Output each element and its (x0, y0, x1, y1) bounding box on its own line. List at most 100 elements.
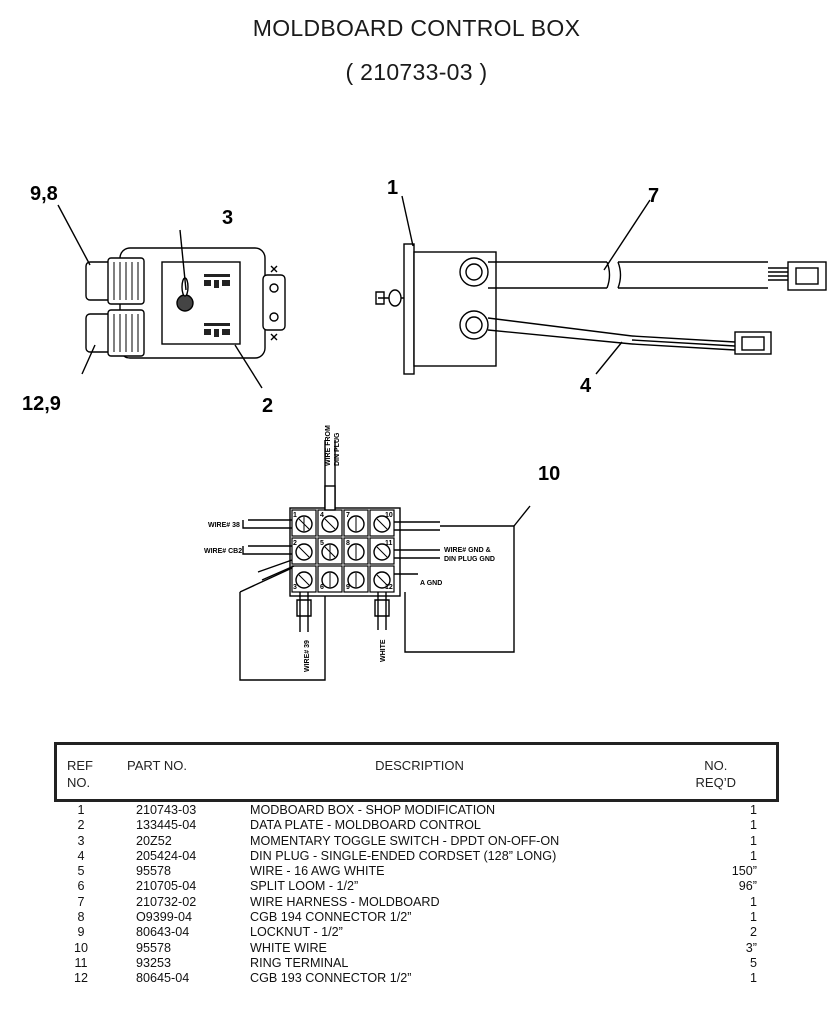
terminal-12: 12 (385, 584, 393, 591)
part-no-cell: 133445-04 (136, 818, 197, 833)
table-row: 7 210732-02 WIRE HARNESS - MOLDBOARD 1 (54, 895, 779, 910)
ref-cell: 3 (77, 833, 85, 848)
part-no-cell: 205424-04 (136, 848, 197, 863)
wire-38-label: WIRE# 38 (208, 522, 240, 529)
callout-9-8: 9,8 (30, 183, 58, 205)
description-cell: LOCKNUT - 1/2” (250, 925, 343, 940)
part-no-cell: 80643-04 (136, 925, 190, 940)
wire-gnd-label-1: WIRE# GND & (444, 547, 491, 554)
part-no-cell: O9399-04 (136, 910, 193, 925)
wire-39-label: WIRE# 39 (304, 640, 311, 672)
table-row: 9 80643-04 LOCKNUT - 1/2” 2 (54, 925, 779, 940)
description-cell: WIRE HARNESS - MOLDBOARD (250, 894, 440, 909)
terminal-block-wiring (239, 440, 531, 681)
description-cell: CGB 194 CONNECTOR 1/2” (250, 910, 412, 925)
qty-cell: 150” (731, 864, 757, 879)
callout-12-9: 12,9 (22, 393, 61, 415)
part-no-cell: 210732-02 (136, 894, 197, 909)
ref-cell: 10 (73, 940, 88, 955)
part-no-cell: 20Z52 (136, 833, 172, 848)
ref-cell: 9 (77, 925, 85, 940)
qty-cell: 1 (749, 894, 757, 909)
qty-cell: 5 (749, 955, 757, 970)
qty-cell: 96” (738, 879, 757, 894)
callout-4: 4 (580, 375, 592, 397)
description-cell: SPLIT LOOM - 1/2” (250, 879, 359, 894)
terminal-7: 7 (346, 512, 350, 519)
terminal-10: 10 (385, 512, 393, 519)
description-cell: CGB 193 CONNECTOR 1/2” (250, 971, 412, 986)
header-description: DESCRIPTION (375, 758, 464, 773)
terminal-2: 2 (293, 540, 297, 547)
terminal-3: 3 (293, 584, 297, 591)
wire-gnd-label-2: DIN PLUG GND (444, 556, 495, 563)
part-no-cell: 93253 (136, 955, 172, 970)
qty-cell: 1 (749, 848, 757, 863)
wire-from-din-plug-label-2: DIN PLUG (334, 432, 341, 466)
terminal-11: 11 (385, 540, 393, 547)
ref-cell: 7 (77, 894, 85, 909)
ref-cell: 1 (77, 803, 85, 817)
description-cell: DIN PLUG - SINGLE-ENDED CORDSET (128” LO… (250, 848, 557, 863)
header-ref: REF NO. (67, 757, 93, 791)
control-box-side-view (375, 195, 827, 375)
callout-10: 10 (538, 463, 560, 485)
wire-cb2-label: WIRE# CB2 (204, 548, 242, 555)
callout-1: 1 (387, 177, 398, 199)
header-qty-line1: NO. (704, 758, 728, 773)
terminal-4: 4 (320, 512, 324, 519)
part-no-cell: 80645-04 (136, 971, 190, 986)
terminal-1: 1 (293, 512, 297, 519)
a-gnd-label: A GND (420, 580, 442, 587)
qty-cell: 1 (749, 910, 757, 925)
ref-cell: 12 (73, 971, 88, 986)
ref-cell: 11 (74, 955, 88, 970)
table-row: 3 20Z52 MOMENTARY TOGGLE SWITCH - DPDT ON-… (54, 834, 779, 849)
qty-cell: 1 (749, 818, 757, 833)
table-row: 4 205424-04 DIN PLUG - SINGLE-ENDED CORDSE… (54, 849, 779, 864)
qty-cell: 1 (749, 971, 757, 986)
description-cell: RING TERMINAL (250, 955, 349, 970)
ref-cell: 5 (77, 864, 85, 879)
callout-2: 2 (262, 395, 273, 417)
table-row: 12 80645-04 CGB 193 CONNECTOR 1/2” 1 (54, 971, 779, 986)
description-cell: MODBOARD BOX - SHOP MODIFICATION (250, 803, 496, 817)
table-row: 8 O9399-04 CGB 194 CONNECTOR 1/2” 1 (54, 910, 779, 925)
white-wire-label: WHITE (380, 639, 387, 662)
qty-cell: 3” (745, 940, 757, 955)
table-row: 2 133445-04 DATA PLATE - MOLDBOARD CONTROL… (54, 818, 779, 833)
qty-cell: 2 (749, 925, 757, 940)
part-no-cell: 95578 (136, 940, 172, 955)
wire-from-din-plug-label-1: WIRE FROM (325, 425, 332, 466)
table-row: 6 210705-04 SPLIT LOOM - 1/2” 96” (54, 879, 779, 894)
ref-cell: 8 (77, 910, 85, 925)
parts-table-header: REF NO. PART NO. DESCRIPTION NO. REQ’D (54, 742, 779, 802)
description-cell: WHITE WIRE (250, 940, 327, 955)
callout-3: 3 (222, 207, 233, 229)
description-cell: DATA PLATE - MOLDBOARD CONTROL (250, 818, 481, 833)
qty-cell: 1 (749, 833, 757, 848)
page-title: MOLDBOARD CONTROL BOX (252, 15, 581, 41)
table-row: 10 95578 WHITE WIRE 3” (54, 941, 779, 956)
ref-cell: 4 (77, 848, 85, 863)
description-cell: WIRE - 16 AWG WHITE (250, 864, 385, 879)
assembly-drawing: 9,8 3 12,9 2 1 7 4 10 WIRE FROM DIN PLUG… (22, 177, 827, 681)
control-box-top-view (57, 204, 286, 389)
terminal-6: 6 (320, 584, 324, 591)
part-no-cell: 210705-04 (136, 879, 197, 894)
ref-cell: 2 (77, 818, 85, 833)
header-ref-line2: NO. (67, 775, 91, 790)
qty-cell: 1 (749, 803, 757, 817)
terminal-5: 5 (320, 540, 324, 547)
terminal-9: 9 (346, 584, 350, 591)
callout-7: 7 (648, 185, 659, 207)
header-ref-line1: REF (67, 758, 93, 773)
description-cell: MOMENTARY TOGGLE SWITCH - DPDT ON-OFF-ON (250, 833, 560, 848)
header-qty-line2: REQ’D (695, 775, 736, 790)
terminal-8: 8 (346, 540, 350, 547)
header-part-no: PART NO. (127, 758, 187, 773)
ref-cell: 6 (77, 879, 85, 894)
